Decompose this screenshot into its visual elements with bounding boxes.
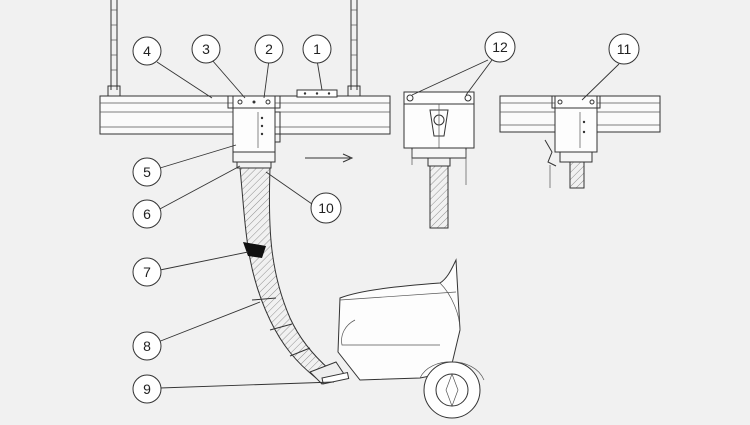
- callout-5-label: 5: [143, 164, 151, 180]
- callout-7-label: 7: [143, 264, 151, 280]
- callout-3-label: 3: [202, 41, 210, 57]
- detail-view-right-trolley: [499, 95, 661, 189]
- callout-1-label: 1: [313, 41, 321, 57]
- callout-6: 6: [132, 199, 162, 229]
- callout-4-label: 4: [143, 43, 151, 59]
- callout-6-label: 6: [143, 206, 151, 222]
- car-rear: [337, 258, 485, 419]
- callout-5: 5: [132, 157, 162, 187]
- hose-ring-3: [289, 347, 311, 357]
- callout-4: 4: [132, 36, 162, 66]
- callout-7: 7: [132, 257, 162, 287]
- trolley-main: [227, 95, 281, 169]
- hanging-rods: [107, 0, 361, 97]
- direction-arrow: [305, 153, 354, 163]
- car-wheel: [423, 361, 481, 419]
- callout-8: 8: [132, 331, 162, 361]
- callout-11: 11: [608, 33, 640, 65]
- callout-1: 1: [302, 34, 332, 64]
- callout-9: 9: [132, 374, 162, 404]
- callout-3: 3: [191, 34, 221, 64]
- hose-ring-2: [269, 323, 293, 331]
- callout-11-label: 11: [617, 41, 632, 57]
- hose-clamp-dark: [243, 242, 266, 258]
- callout-10: 10: [310, 192, 342, 224]
- callout-12: 12: [484, 31, 516, 63]
- callout-2: 2: [254, 34, 284, 64]
- callout-12-label: 12: [492, 39, 508, 55]
- callout-9-label: 9: [143, 381, 151, 397]
- callout-10-label: 10: [318, 200, 334, 216]
- callout-8-label: 8: [143, 338, 151, 354]
- hose-ring-1: [251, 297, 277, 301]
- leader-lines: [156, 59, 620, 389]
- tailpipe-nozzle: [309, 361, 350, 385]
- detail-view-cross-section: [403, 91, 475, 229]
- callout-2-label: 2: [265, 41, 273, 57]
- rail-bracket: [296, 89, 338, 98]
